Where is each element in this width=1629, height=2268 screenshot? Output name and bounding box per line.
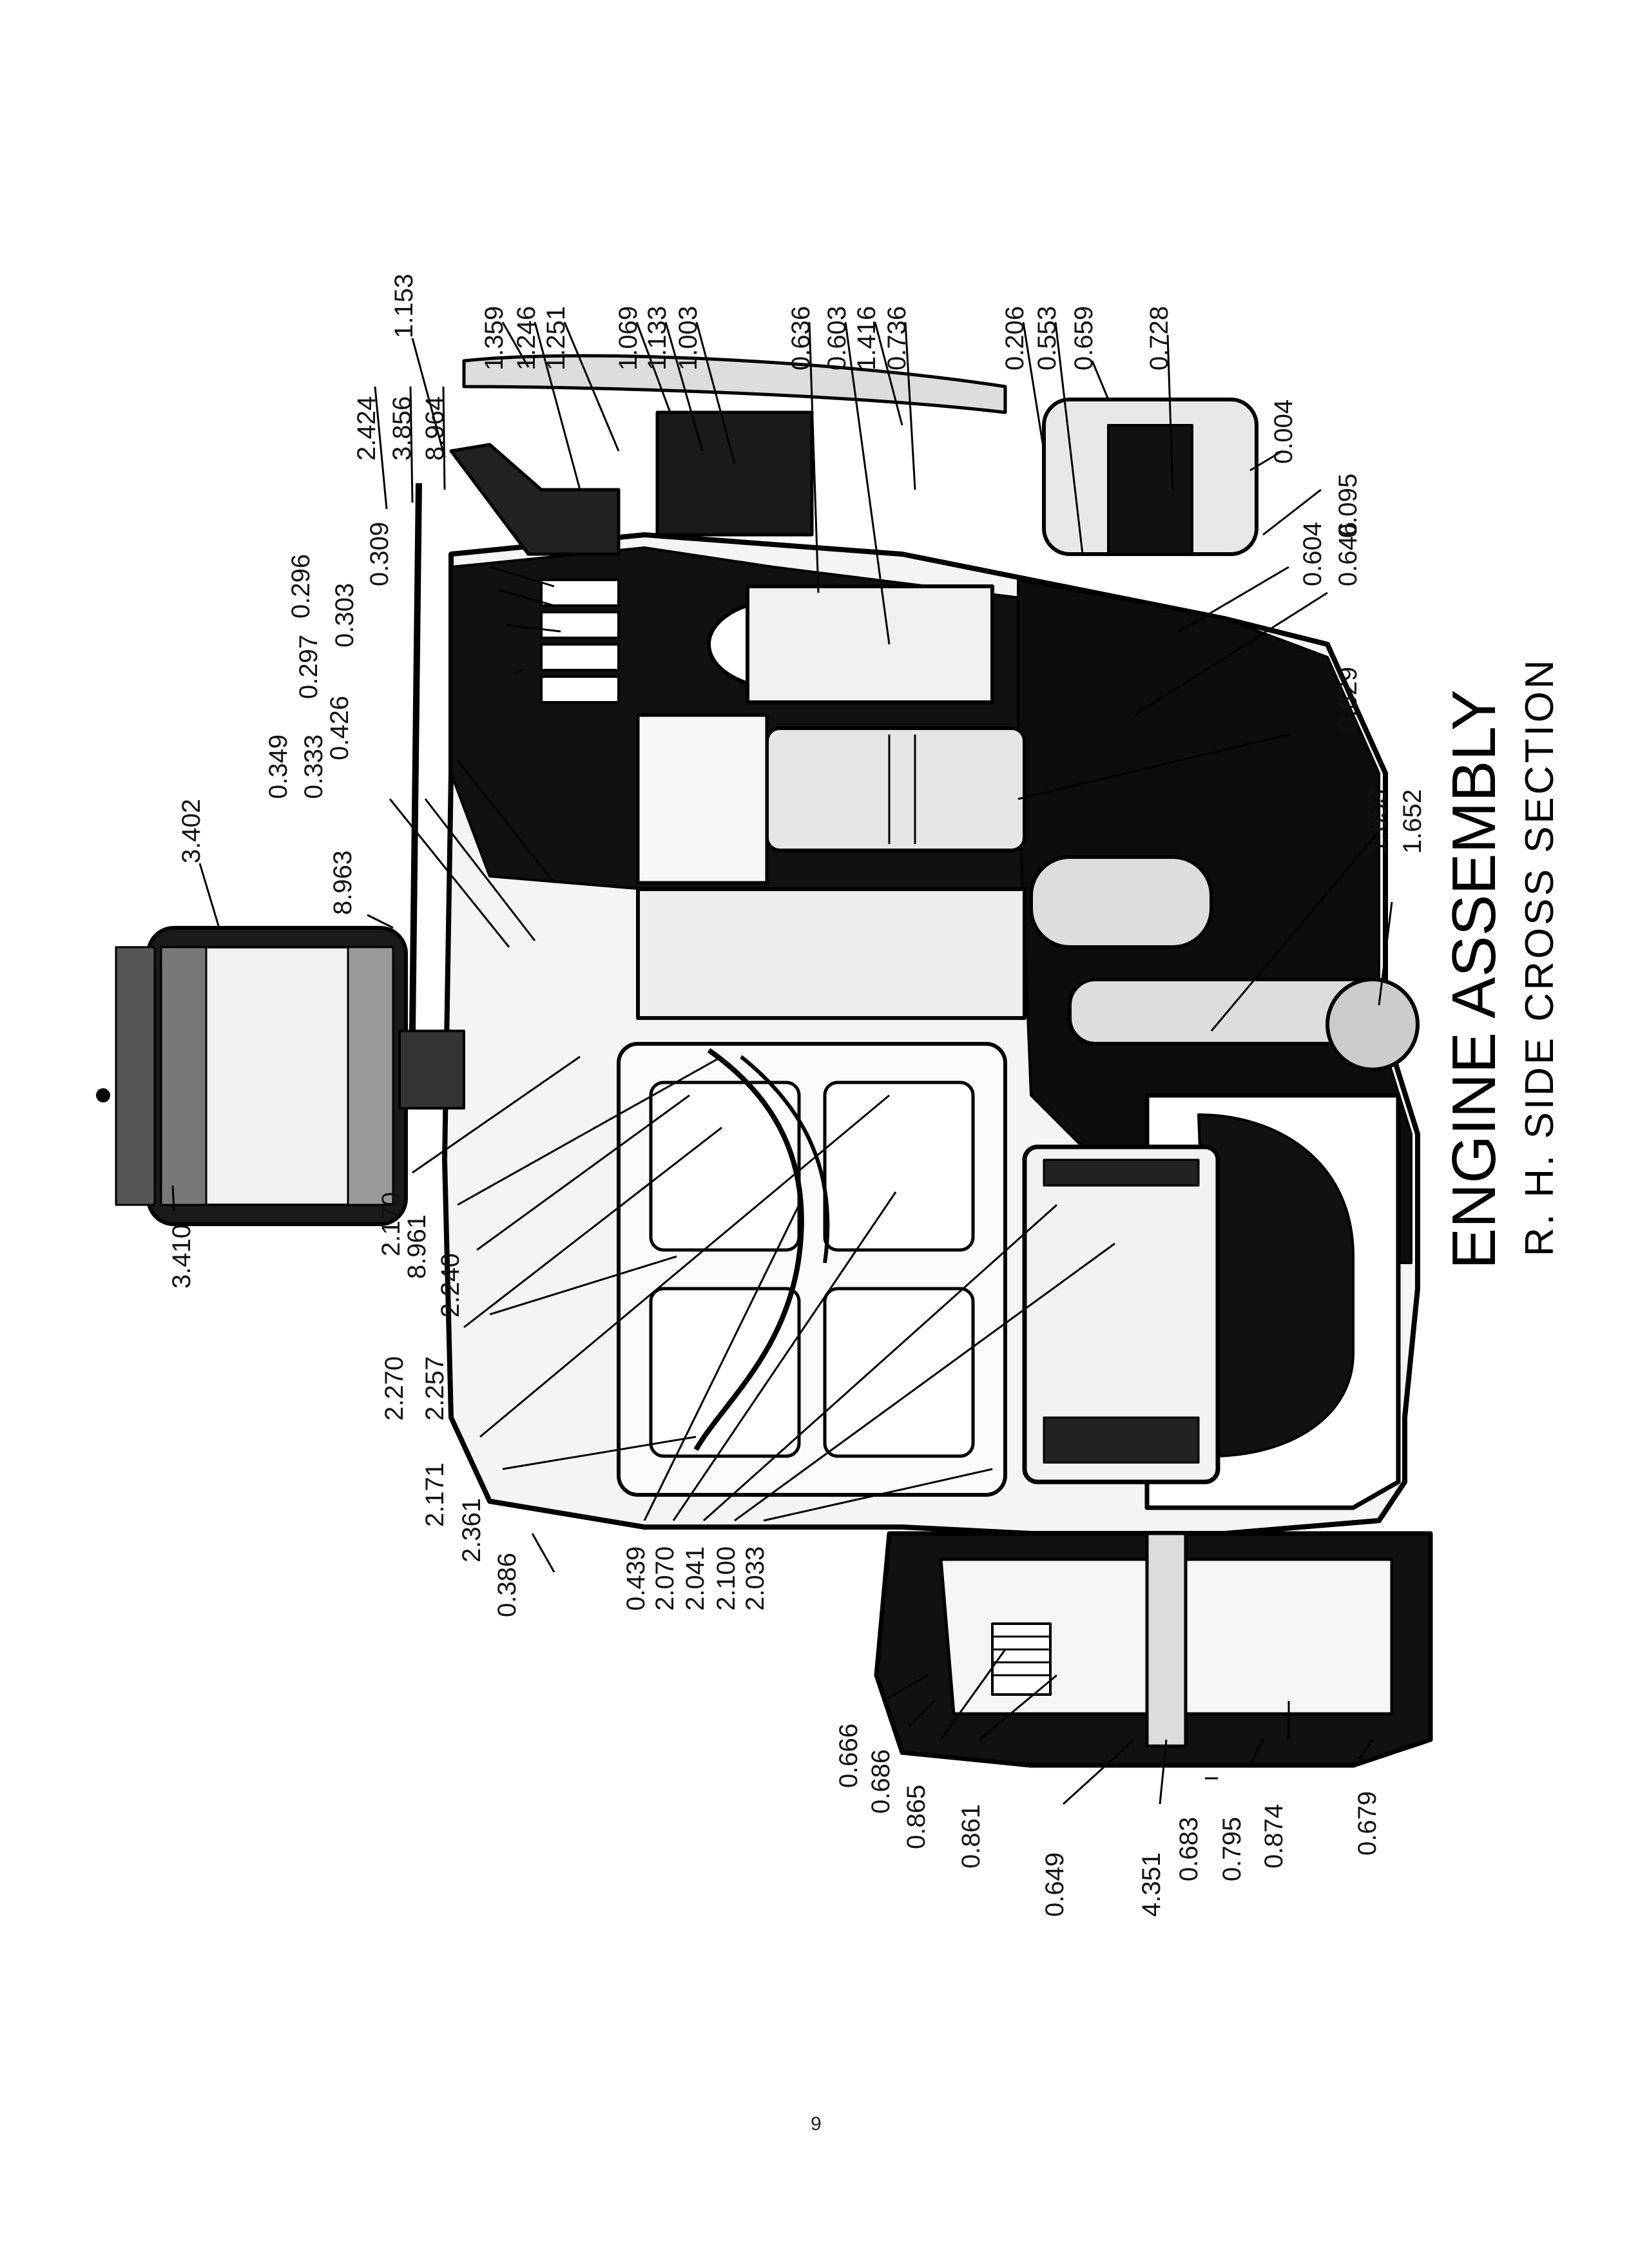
manifold-window-2 <box>823 1081 975 1252</box>
part-label: 2.070 <box>651 1546 679 1611</box>
air-cleaner <box>96 926 465 1226</box>
manifold-window-4 <box>823 1287 975 1458</box>
part-label: 2.171 <box>421 1463 449 1527</box>
part-label: 0.795 <box>1218 1817 1246 1881</box>
part-labels: 1.153 2.424 3.856 8.964 1.359 1.246 1.25… <box>168 274 1427 1917</box>
part-label: 2.270 <box>380 1356 409 1421</box>
pulley-shaft <box>1107 424 1193 555</box>
part-label: 2.240 <box>436 1253 465 1318</box>
part-label: 2.033 <box>741 1546 769 1611</box>
piston <box>765 726 1027 852</box>
part-label: 0.861 <box>957 1804 985 1869</box>
page-number: 9 <box>811 2113 822 2135</box>
part-label: 2.257 <box>421 1356 449 1421</box>
part-label: 1.652 <box>1398 789 1427 854</box>
engine-illustration <box>96 354 1433 1768</box>
part-label: 8.963 <box>329 850 357 915</box>
part-label: 0.296 <box>287 554 315 619</box>
fan-blade <box>462 354 1007 414</box>
cylinder-bore <box>636 887 1027 1020</box>
part-label: 2.361 <box>458 1498 486 1562</box>
part-label: 1.653 <box>1363 789 1391 854</box>
breather-tube <box>409 483 422 1032</box>
part-label: 3.410 <box>168 1224 196 1289</box>
clutch-spring <box>991 1622 1052 1696</box>
part-label: 1.003 <box>674 306 702 370</box>
part-label: 0.603 <box>823 306 851 370</box>
part-label: 0.874 <box>1260 1804 1288 1869</box>
part-label: 8.964 <box>421 396 449 461</box>
fan-hub-housing <box>655 410 814 537</box>
manifold-window-3 <box>649 1287 801 1458</box>
part-label: 0.349 <box>264 735 293 799</box>
part-label: 0.636 <box>787 306 815 370</box>
part-label: 0.683 <box>1175 1817 1203 1881</box>
part-label: 0.679 <box>1353 1791 1382 1856</box>
part-label: 8.961 <box>403 1215 431 1279</box>
part-label: 1.416 <box>853 306 881 370</box>
part-label: 0.604 <box>1298 522 1327 586</box>
valve-springs <box>540 579 620 704</box>
part-label: 3.402 <box>177 799 206 863</box>
part-label: 2.041 <box>681 1546 709 1611</box>
part-label: 0.659 <box>1070 306 1098 370</box>
part-label: 0.686 <box>867 1749 895 1814</box>
part-label: 0.004 <box>1269 399 1298 464</box>
part-label: 1.359 <box>480 306 508 370</box>
manifold-window-1 <box>649 1081 801 1252</box>
clutch-shaft <box>1145 1532 1188 1748</box>
part-label: 0.333 <box>300 735 328 799</box>
starter-motor <box>1022 1144 1220 1485</box>
part-label: 0.646 <box>1334 522 1362 586</box>
part-label: 0.649 <box>1041 1852 1069 1917</box>
part-label: 0.865 <box>902 1785 930 1849</box>
wiring-harness <box>693 1048 804 1451</box>
part-label: 2.170 <box>377 1192 405 1256</box>
part-label: 0.629 <box>1334 667 1362 731</box>
diagram-subtitle: R. H. SIDE CROSS SECTION <box>1518 657 1562 1256</box>
part-label: 0.095 <box>1334 474 1362 538</box>
part-label: 0.736 <box>883 306 911 370</box>
tappet-chamber <box>636 713 769 885</box>
oil-filler-neck <box>449 443 621 556</box>
distributor-gear <box>1325 977 1420 1072</box>
part-label: 1.153 <box>390 274 418 338</box>
combustion-chamber <box>746 584 994 704</box>
part-label: 1.069 <box>614 306 642 370</box>
part-label: 0.386 <box>493 1553 521 1617</box>
oil-pan-inner-dark <box>1197 1113 1354 1457</box>
part-label: 0.309 <box>365 522 394 586</box>
part-label: 0.297 <box>294 635 323 699</box>
part-label: 0.666 <box>834 1724 863 1788</box>
part-label: 2.424 <box>352 396 381 461</box>
part-label: 4.351 <box>1137 1852 1166 1917</box>
part-label: 2.100 <box>712 1546 740 1611</box>
crankshaft <box>1029 855 1213 949</box>
leader-lines <box>171 322 1393 1805</box>
part-label: 0.553 <box>1033 306 1061 370</box>
part-label: 0.303 <box>331 583 359 648</box>
part-label: 1.133 <box>643 306 671 370</box>
part-label: 3.856 <box>388 396 416 461</box>
part-label: 0.728 <box>1145 306 1173 370</box>
diagram-title: ENGINE ASSEMBLY <box>1440 689 1509 1269</box>
part-label: 0.206 <box>1001 306 1029 370</box>
part-label: 0.439 <box>622 1546 650 1611</box>
part-label: 0.426 <box>325 696 354 760</box>
part-label: 1.251 <box>542 306 570 370</box>
part-label: 1.246 <box>512 306 541 370</box>
